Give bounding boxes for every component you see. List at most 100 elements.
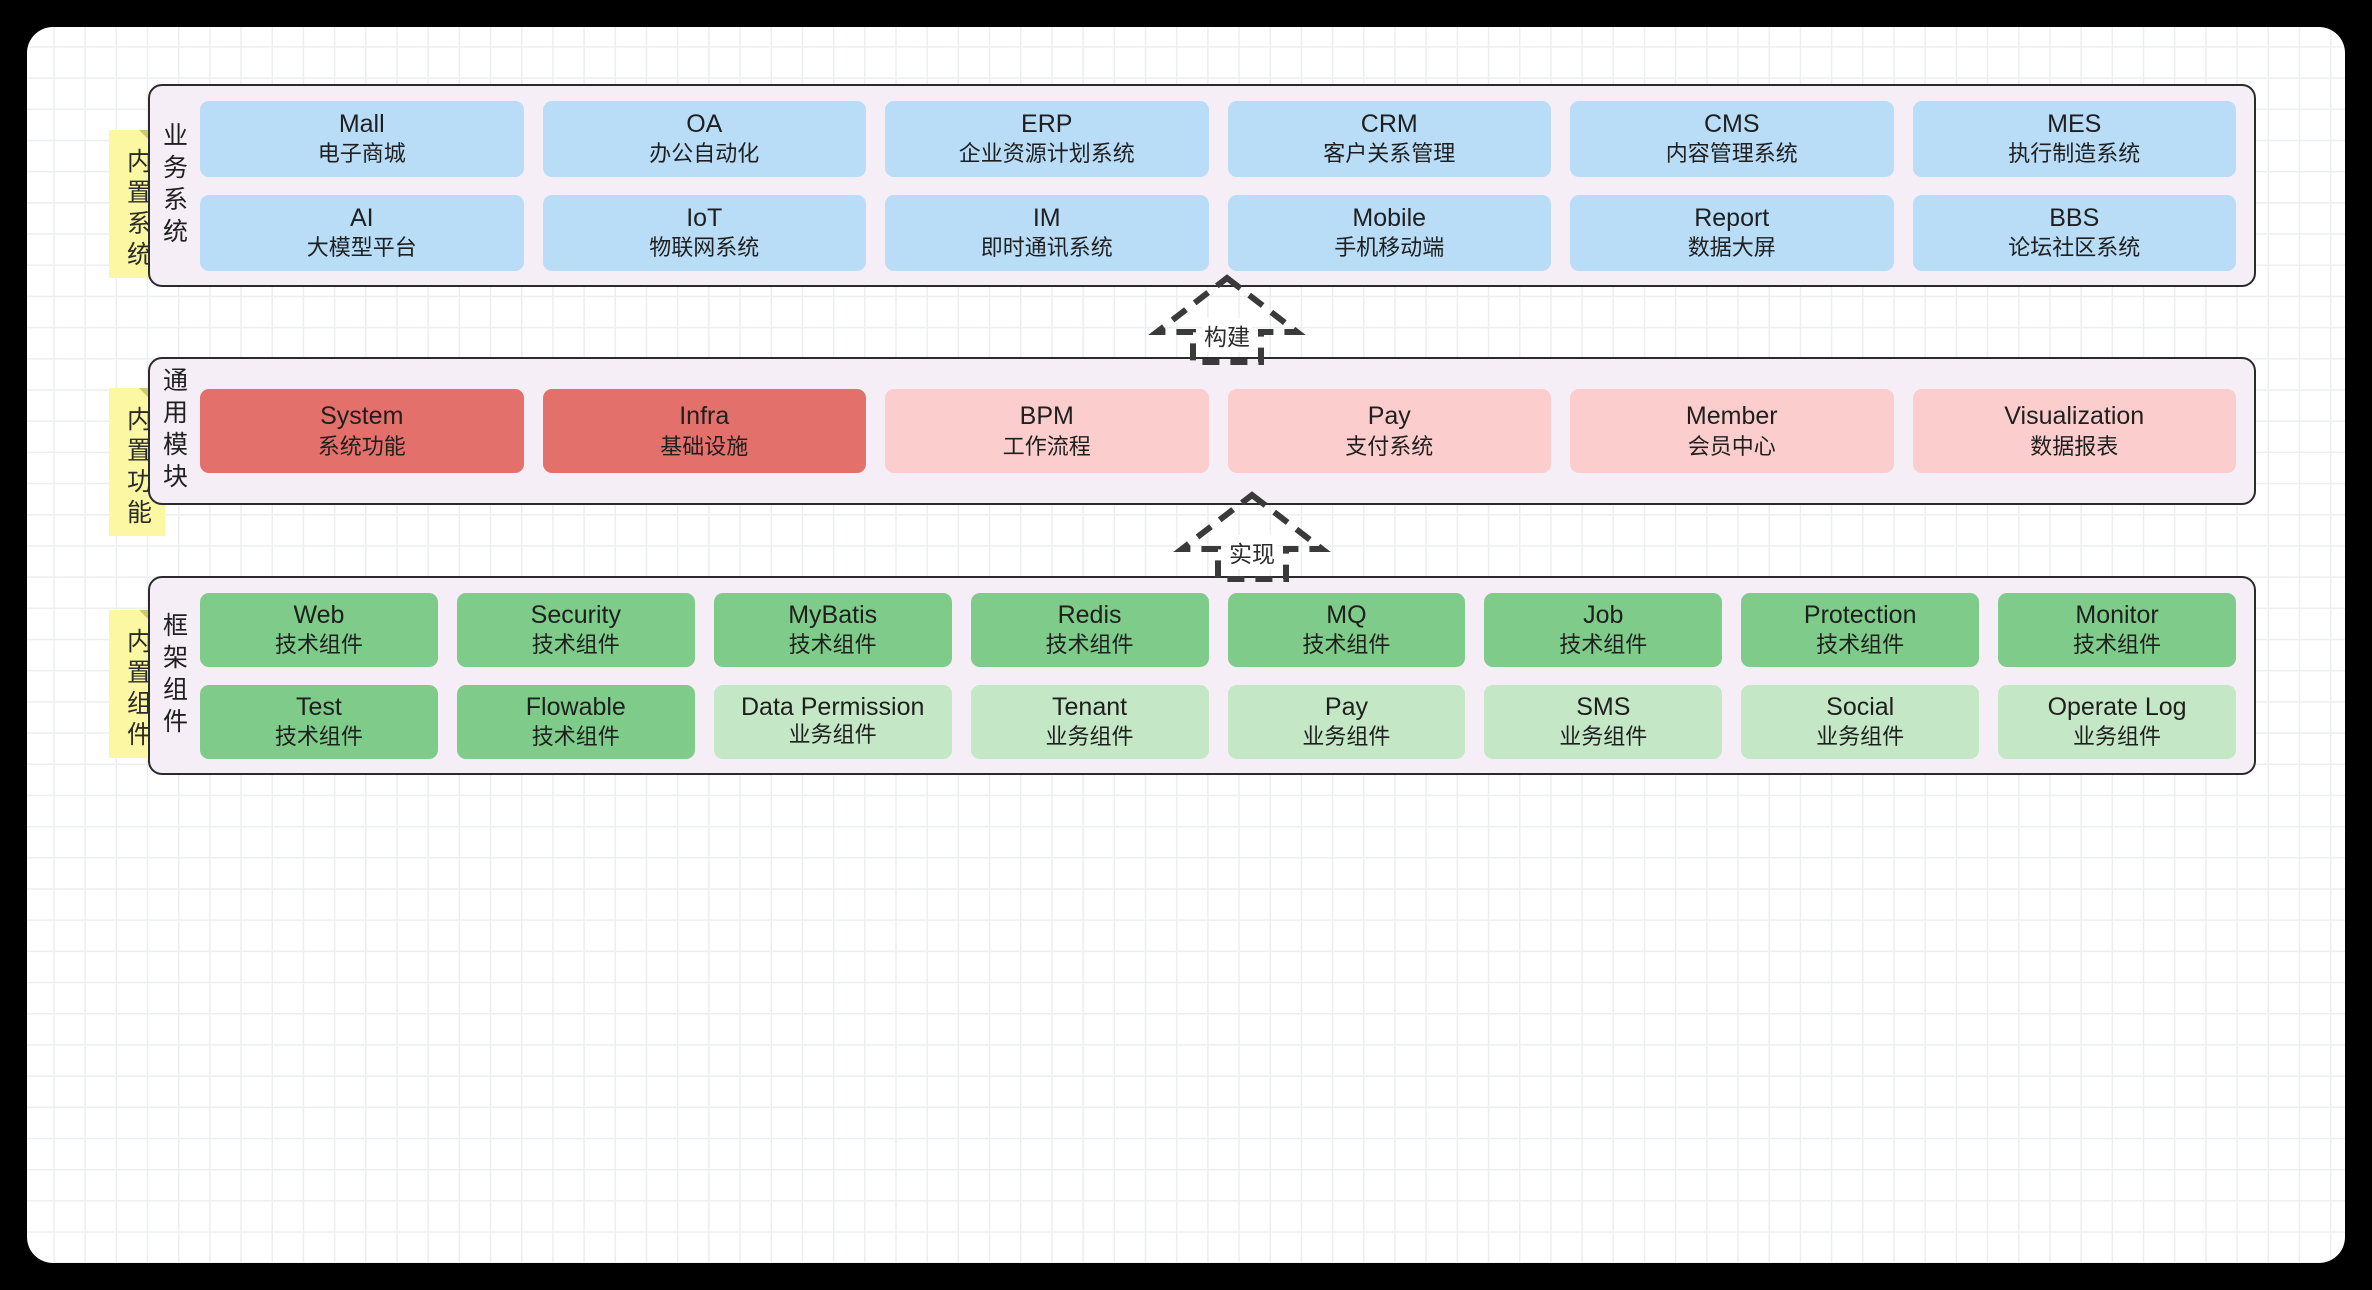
card-cms[interactable]: CMS 内容管理系统 xyxy=(1570,100,1894,177)
card-title: SMS xyxy=(1576,692,1631,721)
card-row: AI 大模型平台 IoT 物联网系统 IM 即时通讯系统 Mobile 手机移动… xyxy=(200,194,2236,271)
layer-business-systems: 业务系统 Mall 电子商城 OA 办公自动化 ERP 企业资源计划系统 CRM xyxy=(148,84,2256,287)
card-bbs[interactable]: BBS 论坛社区系统 xyxy=(1912,194,2236,271)
card-oa[interactable]: OA 办公自动化 xyxy=(542,100,866,177)
card-subtitle: 业务组件 xyxy=(1816,724,1905,750)
card-tenant[interactable]: Tenant 业务组件 xyxy=(970,684,1209,759)
card-title: Data Permission xyxy=(740,692,925,721)
card-title: CRM xyxy=(1360,109,1418,138)
card-title: Social xyxy=(1826,692,1895,721)
card-subtitle: 业务组件 xyxy=(1559,724,1648,750)
card-im[interactable]: IM 即时通讯系统 xyxy=(885,194,1209,271)
card-subtitle: 基础设施 xyxy=(660,433,749,459)
layer-title-business-systems: 业务系统 xyxy=(159,121,188,250)
card-title: Member xyxy=(1685,402,1778,431)
arrow-build-label: 构建 xyxy=(1202,318,1252,352)
card-subtitle: 业务组件 xyxy=(2073,724,2162,750)
card-mes[interactable]: MES 执行制造系统 xyxy=(1912,100,2236,177)
card-title: Redis xyxy=(1057,600,1122,629)
card-subtitle: 办公自动化 xyxy=(649,141,760,167)
arrow-build-icon xyxy=(1148,274,1306,365)
card-subtitle: 物联网系统 xyxy=(649,235,760,261)
card-subtitle: 数据大屏 xyxy=(1687,235,1776,261)
card-title: Pay xyxy=(1324,692,1368,721)
card-title: AI xyxy=(349,203,374,232)
card-row: System 系统功能 Infra 基础设施 BPM 工作流程 Pay 支付系统… xyxy=(200,389,2236,473)
card-subtitle: 业务组件 xyxy=(1045,724,1134,750)
card-member[interactable]: Member 会员中心 xyxy=(1570,389,1894,473)
card-sms[interactable]: SMS 业务组件 xyxy=(1484,684,1723,759)
card-subtitle: 论坛社区系统 xyxy=(2008,235,2141,261)
card-web[interactable]: Web 技术组件 xyxy=(200,592,438,667)
card-bpm[interactable]: BPM 工作流程 xyxy=(885,389,1209,473)
card-mybatis[interactable]: MyBatis 技术组件 xyxy=(713,592,952,667)
card-subtitle: 支付系统 xyxy=(1345,433,1434,459)
card-subtitle: 技术组件 xyxy=(1045,632,1134,658)
card-subtitle: 技术组件 xyxy=(2073,632,2162,658)
card-subtitle: 技术组件 xyxy=(274,632,363,658)
card-title: Job xyxy=(1583,600,1624,629)
card-title: Pay xyxy=(1367,402,1411,431)
card-subtitle: 业务组件 xyxy=(1302,724,1391,750)
card-subtitle: 电子商城 xyxy=(317,141,406,167)
card-test[interactable]: Test 技术组件 xyxy=(200,684,438,759)
card-subtitle: 技术组件 xyxy=(788,632,877,658)
sticky-note-label: 内置功能 xyxy=(123,406,152,530)
arrow-implement-label: 实现 xyxy=(1227,535,1277,569)
card-title: Operate Log xyxy=(2047,692,2187,721)
card-operate-log[interactable]: Operate Log 业务组件 xyxy=(1998,684,2236,759)
card-subtitle: 企业资源计划系统 xyxy=(958,141,1135,167)
card-mq[interactable]: MQ 技术组件 xyxy=(1227,592,1466,667)
card-title: MES xyxy=(2047,109,2102,138)
card-subtitle: 执行制造系统 xyxy=(2008,141,2141,167)
card-title: BPM xyxy=(1019,402,1074,431)
card-job[interactable]: Job 技术组件 xyxy=(1484,592,1723,667)
card-title: Web xyxy=(293,600,345,629)
card-pay[interactable]: Pay 支付系统 xyxy=(1227,389,1551,473)
card-mall[interactable]: Mall 电子商城 xyxy=(200,100,524,177)
card-title: MQ xyxy=(1326,600,1367,629)
card-erp[interactable]: ERP 企业资源计划系统 xyxy=(885,100,1209,177)
layer-card-grid: Web 技术组件 Security 技术组件 MyBatis 技术组件 Redi… xyxy=(196,578,2254,773)
card-protection[interactable]: Protection 技术组件 xyxy=(1741,592,1980,667)
card-visualization[interactable]: Visualization 数据报表 xyxy=(1912,389,2236,473)
card-crm[interactable]: CRM 客户关系管理 xyxy=(1227,100,1551,177)
layer-title-common-modules: 通用模块 xyxy=(159,367,188,495)
card-title: Mall xyxy=(338,109,385,138)
card-title: IM xyxy=(1032,203,1061,232)
card-title: MyBatis xyxy=(788,600,878,629)
card-row: Web 技术组件 Security 技术组件 MyBatis 技术组件 Redi… xyxy=(200,592,2236,667)
card-subtitle: 技术组件 xyxy=(531,632,620,658)
card-subtitle: 技术组件 xyxy=(274,724,363,750)
card-mobile[interactable]: Mobile 手机移动端 xyxy=(1227,194,1551,271)
card-title: Visualization xyxy=(2004,402,2145,431)
card-subtitle: 技术组件 xyxy=(1816,632,1905,658)
card-ai[interactable]: AI 大模型平台 xyxy=(200,194,524,271)
card-social[interactable]: Social 业务组件 xyxy=(1741,684,1980,759)
card-security[interactable]: Security 技术组件 xyxy=(456,592,695,667)
card-report[interactable]: Report 数据大屏 xyxy=(1570,194,1894,271)
card-subtitle: 技术组件 xyxy=(1559,632,1648,658)
card-pay-component[interactable]: Pay 业务组件 xyxy=(1227,684,1466,759)
card-title: Mobile xyxy=(1352,203,1427,232)
card-title: Flowable xyxy=(525,692,626,721)
card-subtitle: 内容管理系统 xyxy=(1665,141,1798,167)
card-title: Tenant xyxy=(1052,692,1128,721)
card-title: Infra xyxy=(679,402,730,431)
card-row: Test 技术组件 Flowable 技术组件 Data Permission … xyxy=(200,684,2236,759)
card-title: Security xyxy=(530,600,621,629)
card-subtitle: 客户关系管理 xyxy=(1323,141,1456,167)
card-title: Protection xyxy=(1803,600,1917,629)
card-infra[interactable]: Infra 基础设施 xyxy=(542,389,866,473)
layer-card-grid: System 系统功能 Infra 基础设施 BPM 工作流程 Pay 支付系统… xyxy=(196,359,2254,503)
card-iot[interactable]: IoT 物联网系统 xyxy=(542,194,866,271)
card-data-permission[interactable]: Data Permission 业务组件 xyxy=(713,684,952,759)
card-monitor[interactable]: Monitor 技术组件 xyxy=(1998,592,2236,667)
card-title: BBS xyxy=(2049,203,2100,232)
arrow-implement: 实现 xyxy=(1152,487,1352,587)
card-title: OA xyxy=(686,109,723,138)
card-system[interactable]: System 系统功能 xyxy=(200,389,524,473)
card-redis[interactable]: Redis 技术组件 xyxy=(970,592,1209,667)
card-flowable[interactable]: Flowable 技术组件 xyxy=(456,684,695,759)
card-title: ERP xyxy=(1021,109,1073,138)
